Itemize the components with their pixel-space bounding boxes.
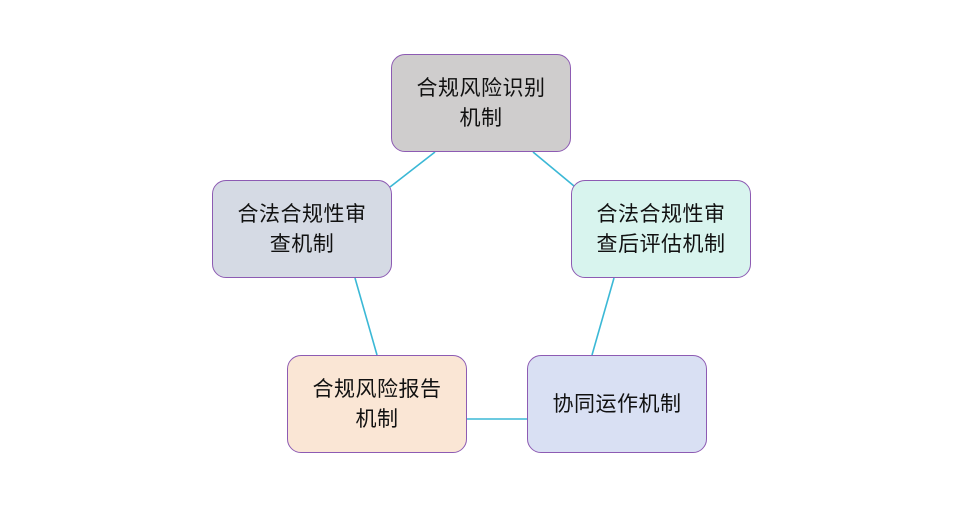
node-risk-reporting: 合规风险报告机制: [287, 355, 467, 453]
node-label: 合法合规性审查后评估机制: [596, 202, 726, 256]
node-collaborative-operation: 协同运作机制: [527, 355, 707, 453]
node-risk-identification: 合规风险识别机制: [391, 54, 571, 152]
node-label: 合规风险报告机制: [312, 377, 442, 431]
edge-review-report: [354, 277, 378, 356]
node-post-review-evaluation: 合法合规性审查后评估机制: [571, 180, 751, 278]
edge-identify-review: [389, 151, 436, 188]
node-label: 协同运作机制: [552, 392, 682, 416]
edge-identify-post: [532, 151, 575, 187]
node-label: 合规风险识别机制: [416, 76, 546, 130]
edge-post-collab: [591, 277, 615, 356]
node-label: 合法合规性审查机制: [237, 202, 367, 256]
node-compliance-review: 合法合规性审查机制: [212, 180, 392, 278]
